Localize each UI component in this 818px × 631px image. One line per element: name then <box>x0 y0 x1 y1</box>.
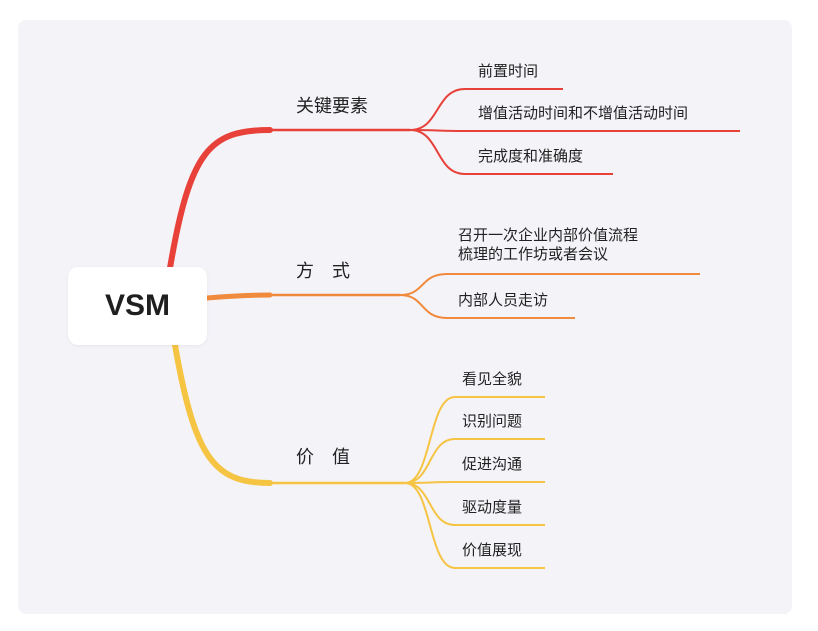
connector-root-value <box>172 342 273 486</box>
leaf-drive-measurement[interactable]: 驱动度量 <box>462 498 523 516</box>
connector-leaf-communicate <box>404 481 456 484</box>
leaf-internal-interview[interactable]: 内部人员走访 <box>458 291 549 309</box>
leaf-identify-problems[interactable]: 识别问题 <box>462 412 523 430</box>
connector-leaf-big-picture <box>404 396 456 484</box>
branch-method[interactable]: 方 式 <box>296 261 350 282</box>
connector-leaf-showcase <box>404 482 456 569</box>
connector-leaf-workshop <box>399 273 448 296</box>
connector-leaf-interview <box>399 294 448 319</box>
leaf-value-showcase[interactable]: 价值展现 <box>462 541 523 559</box>
branch-key-elements[interactable]: 关键要素 <box>296 96 368 117</box>
leaf-workshop-line2: 梳理的工作坊或者会议 <box>458 244 609 263</box>
leaf-value-added-time[interactable]: 增值活动时间和不增值活动时间 <box>478 104 689 122</box>
root-node-vsm[interactable]: VSM <box>68 267 207 345</box>
connector-root-key-elements <box>167 127 273 271</box>
connector-leaf-identify <box>404 438 456 484</box>
leaf-completeness-accuracy[interactable]: 完成度和准确度 <box>478 147 584 165</box>
connector-root-method <box>204 292 273 301</box>
leaf-promote-communication[interactable]: 促进沟通 <box>462 455 523 473</box>
connector-leaf-measure <box>404 482 456 526</box>
branch-value[interactable]: 价 值 <box>296 447 350 468</box>
leaf-big-picture[interactable]: 看见全貌 <box>462 370 523 388</box>
leaf-workshop-line1: 召开一次企业内部价值流程 <box>458 226 639 244</box>
connector-leaf-lead-time <box>409 88 466 131</box>
leaf-lead-time[interactable]: 前置时间 <box>478 62 539 80</box>
connector-leaf-completeness <box>409 129 466 175</box>
leaf-workshop[interactable]: 召开一次企业内部价值流程 梳理的工作坊或者会议 <box>458 226 638 264</box>
